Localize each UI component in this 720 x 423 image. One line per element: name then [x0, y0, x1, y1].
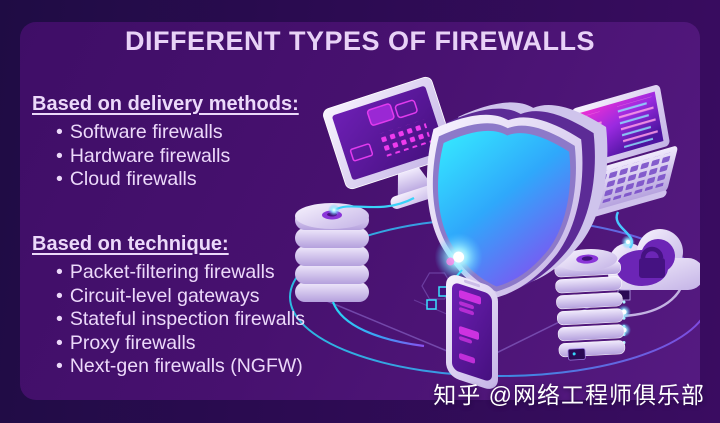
section-heading: Based on delivery methods:: [32, 93, 299, 115]
laptop-icon: [560, 85, 678, 227]
lock-icon: [639, 246, 665, 278]
security-shield-icon: [418, 98, 611, 304]
list-item-label: Cloud firewalls: [69, 168, 197, 190]
section-delivery-methods: Based on delivery methods: • Software fir…: [32, 93, 299, 192]
bullet-glyph: •: [56, 331, 63, 354]
bullet-glyph: •: [56, 144, 63, 167]
list-item: • Software firewalls: [56, 121, 299, 145]
list-item: • Proxy firewalls: [56, 332, 305, 356]
bullet-glyph: •: [56, 261, 63, 283]
list-item-label: Software firewalls: [69, 121, 223, 143]
list-item: • Stateful inspection firewalls: [56, 308, 305, 332]
bullet-glyph: •: [56, 284, 63, 307]
section-heading: Based on technique:: [32, 233, 229, 255]
bullet-glyph: •: [56, 168, 63, 190]
list-item: • Circuit-level gateways: [56, 285, 305, 309]
shield-glow: [434, 233, 483, 282]
list-item: • Cloud firewalls: [56, 168, 299, 192]
delivery-methods-list: •Software firewalls •Hardware firewalls …: [32, 121, 299, 192]
desktop-monitor-icon: [323, 76, 455, 209]
list-item-label: Packet-filtering firewalls: [69, 261, 275, 283]
list-item-label: Proxy firewalls: [69, 331, 196, 354]
cyan-cables: [328, 197, 635, 348]
list-item: • Hardware firewalls: [56, 145, 299, 169]
page-title: DIFFERENT TYPES OF FIREWALLS: [124, 26, 595, 56]
bullet-glyph: •: [56, 308, 63, 330]
watermark-zhihu: 知乎 @网络工程师俱乐部: [433, 382, 705, 408]
list-item: • Packet-filtering firewalls: [56, 261, 305, 285]
bullet-glyph: •: [56, 355, 63, 377]
database-stack-icon: [295, 203, 369, 302]
list-item-label: Circuit-level gateways: [69, 284, 260, 307]
list-item-label: Next-gen firewalls (NGFW): [69, 355, 303, 377]
section-technique: Based on technique: • Packet-filtering fi…: [32, 233, 305, 379]
list-item-label: Stateful inspection firewalls: [69, 308, 306, 330]
content-card: [20, 22, 700, 400]
bullet-glyph: •: [56, 121, 63, 143]
technique-list: • Packet-filtering firewalls • Circuit-lev…: [32, 261, 305, 379]
smartphone-icon: [446, 275, 498, 389]
server-rack-icon: [554, 248, 626, 361]
list-item-label: Hardware firewalls: [69, 144, 231, 167]
network-security-illustration: [289, 76, 700, 389]
list-item: • Next-gen firewalls (NGFW): [56, 355, 305, 379]
